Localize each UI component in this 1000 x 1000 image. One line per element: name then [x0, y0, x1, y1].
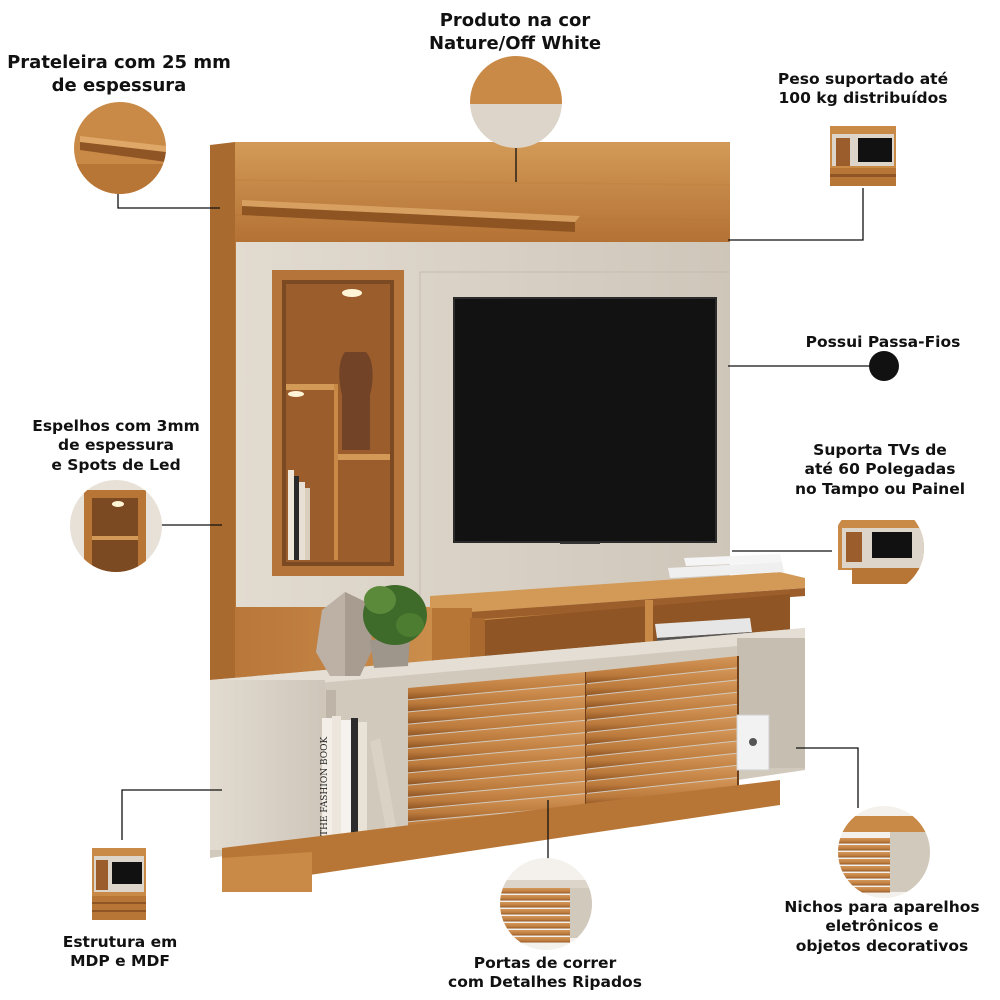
- thumb-slat: [500, 923, 570, 929]
- thumb-slat: [838, 859, 890, 865]
- thumb-slat: [500, 916, 570, 922]
- door-slat: [408, 708, 586, 736]
- callout-passa-fios: Possui Passa-Fios: [805, 333, 961, 351]
- callout-portas: Portas de correr com Detalhes Ripados: [448, 954, 642, 992]
- thumb-slat: [500, 937, 570, 943]
- thumb-slat: [500, 909, 570, 915]
- door-slat: [408, 769, 586, 797]
- leader-lines: [117, 148, 872, 860]
- callout-estrutura: Estrutura em MDP e MDF: [62, 933, 178, 971]
- door-slat: [586, 704, 738, 732]
- callout-peso: Peso suportado até 100 kg distribuídos: [777, 70, 949, 108]
- door-slat: [408, 696, 586, 724]
- door-slat: [408, 757, 586, 785]
- door-slat: [586, 692, 738, 720]
- thumb-slat: [838, 866, 890, 872]
- callout-produto: Produto na cor Nature/Off White: [428, 10, 602, 54]
- door-slat: [586, 741, 738, 769]
- thumb-slat: [838, 852, 890, 858]
- thumb-slat: [838, 838, 890, 844]
- callout-suporta-tvs: Suporta TVs de até 60 Polegadas no Tampo…: [794, 441, 966, 498]
- storage-box: [736, 714, 770, 771]
- books-lower: THE FASHION BOOK: [320, 716, 396, 840]
- door-slat: [586, 765, 738, 793]
- door-slat: [586, 680, 738, 708]
- cable-hole-dot: [869, 351, 899, 381]
- thumb-slat: [838, 880, 890, 886]
- top-shelf: [242, 200, 580, 232]
- door-slat: [586, 717, 738, 745]
- door-slat: [408, 781, 586, 809]
- callout-nichos: Nichos para aparelhos eletrônicos e obje…: [784, 898, 980, 955]
- thumb-slat: [838, 887, 890, 893]
- door-slat: [408, 745, 586, 773]
- door-slat: [586, 668, 738, 696]
- callout-prateleira: Prateleira com 25 mm de espessura: [7, 52, 231, 96]
- callout-espelhos: Espelhos com 3mm de espessura e Spots de…: [32, 417, 200, 474]
- door-slat: [586, 729, 738, 757]
- tv-support-detail-thumbnail: [832, 502, 924, 594]
- structure-detail-thumbnail: [92, 848, 146, 920]
- decor-vase-plant: [316, 585, 427, 676]
- floating-tabletop: [430, 554, 805, 668]
- thumb-slat: [500, 930, 570, 936]
- tv-screen: [453, 297, 717, 544]
- door-slat: [408, 733, 586, 761]
- thumb-slat: [838, 845, 890, 851]
- book-spine-title: THE FASHION BOOK: [320, 737, 330, 836]
- color-detail-thumbnail: [470, 56, 562, 148]
- door-slat: [408, 672, 586, 700]
- shelf-detail-thumbnail: [74, 102, 166, 194]
- doors-detail-thumbnail: [500, 858, 592, 950]
- mirror-detail-thumbnail: [70, 480, 162, 572]
- door-slat: [586, 778, 738, 806]
- slatted-doors: [408, 656, 739, 834]
- niches-detail-thumbnail: [838, 806, 930, 898]
- thumb-slat: [500, 888, 570, 894]
- door-slat: [408, 720, 586, 748]
- door-slat: [586, 753, 738, 781]
- thumb-slat: [838, 873, 890, 879]
- door-slat: [408, 794, 586, 822]
- door-slat: [586, 656, 738, 684]
- mirror-niche: [272, 270, 404, 576]
- plinth: [222, 780, 780, 892]
- thumb-slat: [500, 902, 570, 908]
- thumb-slat: [500, 895, 570, 901]
- door-slat: [408, 684, 586, 712]
- weight-detail-thumbnail: [830, 126, 896, 186]
